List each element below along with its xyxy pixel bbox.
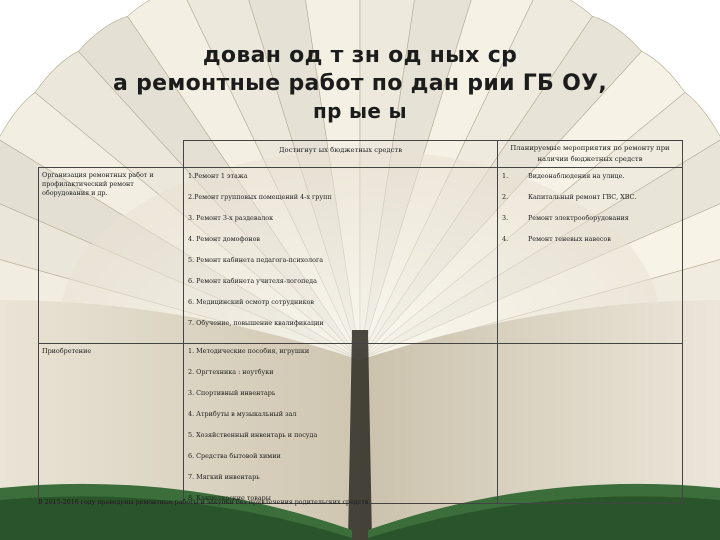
table-row-purchases: Приобретение 1. Методические пособия, иг…	[38, 343, 683, 504]
list-item: 2. Оргтехника : ноутбуки	[188, 368, 274, 376]
planned-empty-cell	[497, 343, 683, 504]
list-item: 6. Ремонт кабинета учителя-логопеда	[188, 277, 317, 285]
planned-item: 2. Капитальный ремонт ГВС, ХВС.	[502, 193, 637, 201]
list-item: 3. Ремонт 3-х раздевалок	[188, 214, 274, 222]
header-empty-cell	[38, 140, 184, 168]
list-item: 4. Атрибуты в музыкальный зал	[188, 410, 297, 418]
repair-plan-table: Достигнут ых бюджетных средств Планируем…	[38, 140, 683, 504]
planned-items-list: 1. Видеонаблюдения на улице. 2. Капиталь…	[497, 167, 683, 344]
list-item: 6. Медицинский осмотр сотрудников	[188, 298, 315, 306]
category-purchases: Приобретение	[38, 343, 184, 504]
planned-item: 4. Ремонт теневых навесов	[502, 235, 611, 243]
repairs-items-list: 1.Ремонт 1 этажа 2.Ремонт групповых поме…	[183, 167, 498, 344]
list-item: 7. Мягкий инвентарь	[188, 473, 260, 481]
list-item: 3. Спортивный инвентарь	[188, 389, 276, 397]
list-item: 5. Ремонт кабинета педагога-психолога	[188, 256, 324, 264]
list-item: 6. Средства бытовой химии	[188, 452, 281, 460]
list-item: 1.Ремонт 1 этажа	[188, 172, 248, 180]
header-achieved: Достигнут ых бюджетных средств	[183, 140, 498, 168]
list-item: 5. Хозяйственный инвентарь и посуда	[188, 431, 318, 439]
table-row-repairs: Организация ремонтных работ и профилакти…	[38, 167, 683, 344]
fanned-page	[186, 0, 361, 361]
list-item: 4. Ремонт домофонов	[188, 235, 261, 243]
table-header-row: Достигнут ых бюджетных средств Планируем…	[38, 140, 683, 168]
title-line-3: пр ые ы	[313, 99, 407, 123]
category-repairs: Организация ремонтных работ и профилакти…	[38, 167, 184, 344]
header-planned: Планируемые мероприятия по ремонту при н…	[497, 140, 683, 168]
list-item: 2.Ремонт групповых помещений 4-х групп	[188, 193, 332, 201]
title-line-2: а ремонтные работ по дан рии ГБ ОУ,	[112, 71, 608, 96]
planned-item: 3. Ремонт электрооборудования	[502, 214, 629, 222]
title-line-1: дован од т зн од ных ср	[202, 43, 518, 68]
list-item: 8. Канцелярские товары	[188, 494, 271, 502]
footnote: В 2015-2016 году проведены ремонтные раб…	[38, 499, 371, 506]
list-item: 1. Методические пособия, игрушки	[188, 347, 310, 355]
purchases-items-list: 1. Методические пособия, игрушки 2. Оргт…	[183, 343, 498, 504]
planned-item: 1. Видеонаблюдения на улице.	[502, 172, 625, 180]
list-item: 7. Обучение, повышение квалификации	[188, 319, 324, 327]
